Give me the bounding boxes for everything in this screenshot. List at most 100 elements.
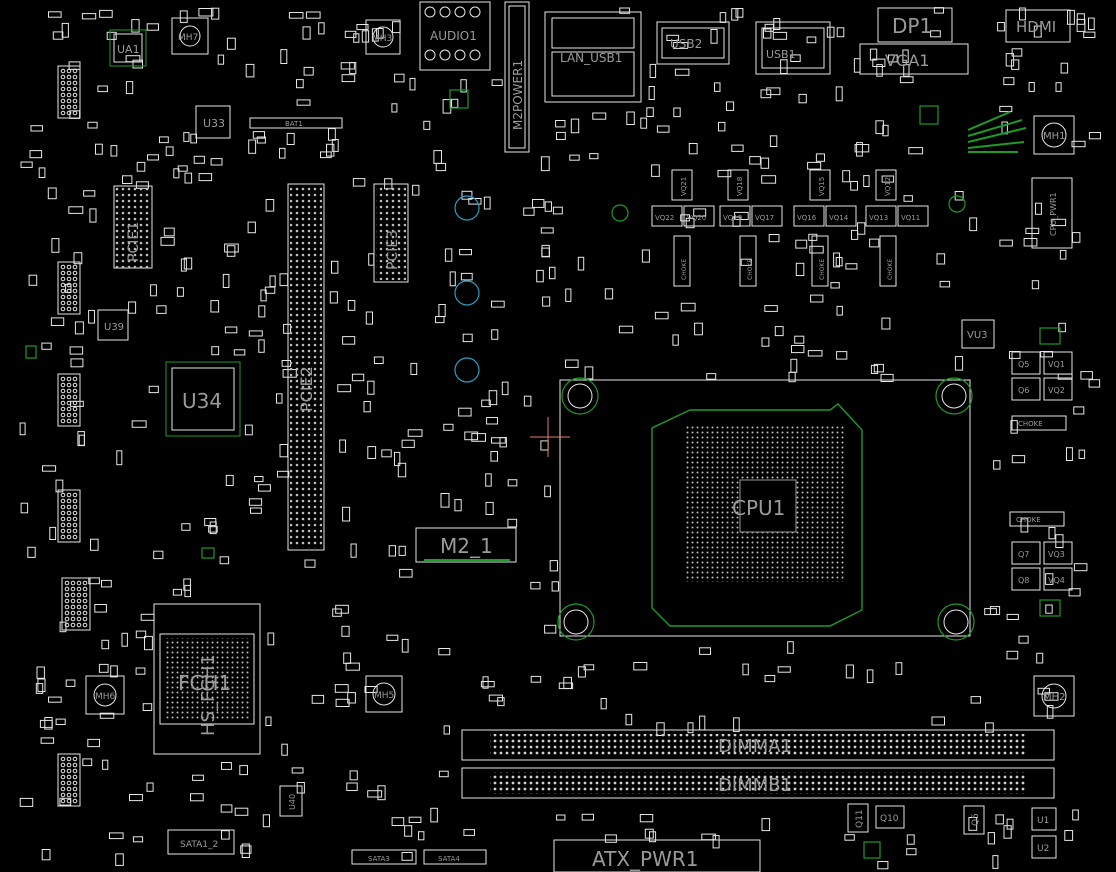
choke-label: CHOKE [681, 259, 688, 280]
passive-component [240, 845, 252, 854]
passive-component [1044, 692, 1059, 701]
passive-component [20, 161, 33, 168]
header-pin [66, 288, 72, 294]
passive-component [640, 117, 648, 129]
passive-component [217, 54, 225, 65]
passive-component [485, 473, 492, 487]
passive-component [41, 849, 51, 861]
passive-component [38, 167, 46, 178]
sata1-2-label: SATA1_2 [180, 840, 218, 850]
header-pin [76, 622, 82, 628]
sata4-label: SATA4 [438, 855, 460, 863]
header-pin [72, 270, 78, 276]
header-pin [72, 394, 78, 400]
passive-component [42, 465, 57, 472]
passive-component [806, 36, 817, 44]
header-pin [66, 276, 72, 282]
passive-component [540, 227, 554, 234]
passive-component [412, 184, 420, 196]
passive-component [544, 624, 557, 634]
audio1-connector: AUDIO1 [419, 1, 491, 71]
passive-component [211, 346, 220, 356]
header-pin [64, 610, 70, 616]
passive-component [1046, 705, 1054, 719]
passive-component [305, 11, 321, 19]
passive-component [532, 199, 545, 208]
header-pin [72, 756, 78, 762]
passive-component [836, 351, 848, 360]
passive-component [264, 286, 276, 294]
header-pin [72, 288, 78, 294]
passive-component [288, 12, 304, 19]
passive-component [1051, 218, 1067, 227]
passive-component [404, 825, 413, 837]
passive-component [530, 675, 542, 683]
cpu1-label: CPU1 [732, 496, 785, 520]
header-pin [76, 580, 82, 586]
passive-component [347, 300, 356, 311]
passive-component [459, 249, 473, 256]
passive-component [1088, 132, 1102, 140]
header-pin [72, 74, 78, 80]
header-pin [66, 74, 72, 80]
passive-component [61, 22, 69, 38]
header-pin [66, 528, 72, 534]
passive-component [131, 19, 140, 33]
header-pin [72, 86, 78, 92]
passive-component [410, 362, 418, 375]
passive-component [764, 305, 778, 312]
q6-label: Q6 [1018, 386, 1029, 395]
passive-component [269, 275, 276, 288]
mh2-label: MH2 [1043, 692, 1066, 703]
header-pin [72, 376, 78, 382]
passive-component [106, 31, 117, 40]
header-pin [60, 110, 66, 116]
passive-component [556, 131, 566, 140]
passive-component [866, 669, 874, 684]
passive-component [555, 120, 566, 128]
passive-component [409, 77, 416, 91]
passive-component [256, 136, 266, 144]
passive-component [987, 832, 996, 845]
passive-component [733, 717, 740, 733]
header-pin [64, 592, 70, 598]
header-pin [60, 400, 66, 406]
passive-component [830, 282, 840, 289]
passive-component [423, 120, 431, 130]
header-pin [66, 104, 72, 110]
header-pin [60, 306, 66, 312]
vq17-label: VQ17 [755, 214, 774, 222]
passive-component [73, 252, 83, 265]
vq16-label: VQ16 [797, 214, 817, 222]
passive-component [1006, 613, 1019, 621]
passive-component [265, 716, 272, 726]
passive-component [544, 485, 551, 498]
u2-label: U2 [1037, 844, 1049, 854]
passive-component [772, 31, 788, 40]
passive-component [523, 395, 532, 407]
passive-component [407, 429, 423, 437]
passive-component [734, 211, 749, 220]
passive-component [685, 217, 695, 229]
header-pin [70, 610, 76, 616]
header-pin [66, 264, 72, 270]
passive-component [1064, 830, 1074, 841]
header-pin [72, 780, 78, 786]
passive-component [491, 437, 506, 444]
hdmi-label: HDMI [1016, 18, 1056, 36]
header-pin [60, 92, 66, 98]
ua1-chip: UA1 [109, 29, 147, 67]
passive-component [1011, 455, 1026, 464]
passive-component [361, 30, 370, 43]
passive-component [27, 546, 36, 558]
header-pin [66, 92, 72, 98]
passive-component [50, 317, 65, 326]
passive-component [101, 579, 112, 588]
passive-component [1031, 280, 1040, 290]
header-pin [60, 780, 66, 786]
passive-component [581, 813, 595, 821]
header-pin [66, 110, 72, 116]
passive-component [221, 830, 230, 840]
passive-component [286, 132, 295, 145]
header-pin [72, 110, 78, 116]
